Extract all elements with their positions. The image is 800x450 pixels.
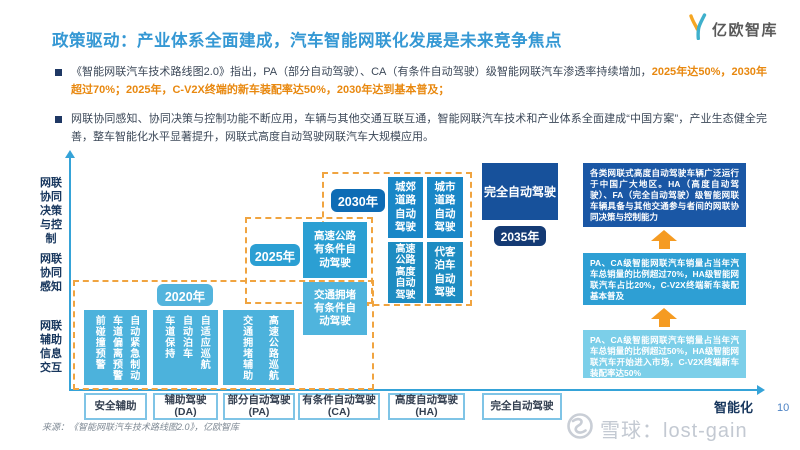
category-da: 辅助驾驶(DA) [153, 393, 218, 420]
eo-logo-icon [687, 13, 708, 45]
group-2020-dashed-rect [73, 280, 374, 390]
category-line2: (DA) [174, 405, 197, 418]
category-line1: 有条件自动驾驶 [302, 393, 376, 406]
box-text: 高速公路 有条件自 动驾驶 [314, 230, 356, 269]
year-label-2025: 2025年 [250, 244, 300, 266]
bullet-1-normal: 《智能网联汽车技术路线图2.0》指出，PA（部分自动驾驶）、CA（有条件自动驾驶… [71, 66, 652, 78]
box-text: 高速 公路 高度 自动 驾驶 [395, 243, 416, 301]
category-line1: 部分自动驾驶 [227, 393, 291, 406]
bullet-2-normal: 网联协同感知、协同决策与控制功能不断应用，车辆与其他交通互联互通，智能网联汽车技… [71, 113, 767, 143]
year-label-2030: 2030年 [331, 189, 385, 212]
feature-item: 自适应巡航 [198, 315, 210, 370]
box-valet-parking-auto: 代客 泊车 自动 驾驶 [427, 242, 463, 303]
box-da-features: 车道保持 自动泊车 自适应巡航 [153, 310, 218, 385]
category-ca: 有条件自动驾驶(CA) [298, 393, 380, 420]
up-arrow-head [651, 308, 677, 319]
box-text: 城市 道路 自动 驾驶 [434, 181, 456, 233]
pa-feature-list: 交通拥堵辅助 高速公路巡航 [223, 310, 294, 386]
bullet-square-icon [55, 116, 62, 123]
y-axis-label-info-exchange: 网联 辅助 信息 交互 [40, 320, 62, 375]
box-text: 代客 泊车 自动 驾驶 [434, 246, 456, 298]
y-axis-arrow-icon [65, 150, 75, 158]
box-highway-conditional-auto: 高速公路 有条件自 动驾驶 [303, 222, 367, 278]
bullet-1-highlight: 2025年达50%，2030年超过70%；2025年，C-V2X终端的新车装配率… [71, 66, 767, 96]
bullet-2-text: 网联协同感知、协同决策与控制功能不断应用，车辆与其他交通互联互通，智能网联汽车技… [71, 111, 767, 146]
category-line2: (PA) [248, 405, 270, 418]
x-axis-label: 智能化 [714, 400, 754, 415]
milestone-2025-textbox: PA、CA级智能网联汽车销量占当年汽车总销量的比例超过50%，HA级智能网联汽车… [583, 330, 746, 378]
category-fa: 完全自动驾驶 [482, 393, 562, 420]
box-full-auto-driving: 完全自动驾驶 [482, 163, 558, 220]
safety-assist-feature-list: 前碰撞预警 车道偏离预警 自动紧急制动 [84, 310, 147, 386]
category-line2: (CA) [327, 405, 351, 418]
milestone-2030-textbox: PA、CA级智能网联汽车销量占当年汽车总销量的比例超过70%，HA级智能网联汽车… [583, 253, 746, 305]
bullet-item-2: 网联协同感知、协同决策与控制功能不断应用，车辆与其他交通互联互通，智能网联汽车技… [55, 111, 767, 146]
brand-logo-text: 亿欧智库 [711, 21, 778, 39]
year-label-2035: 2035年 [494, 226, 546, 246]
up-arrow-head [651, 230, 677, 241]
box-highway-high-auto: 高速 公路 高度 自动 驾驶 [388, 242, 423, 303]
x-axis-line [69, 389, 759, 391]
category-ha: 高度自动驾驶(HA) [388, 393, 465, 420]
up-arrow-stem [658, 319, 670, 327]
box-safety-assist-features: 前碰撞预警 车道偏离预警 自动紧急制动 [84, 310, 147, 385]
feature-item: 自动泊车 [180, 315, 192, 359]
feature-item: 交通拥堵辅助 [240, 315, 252, 381]
up-arrow-icon [651, 308, 677, 327]
up-arrow-stem [658, 241, 670, 249]
category-line1: 完全自动驾驶 [490, 399, 554, 412]
box-urban-road-auto: 城市 道路 自动 驾驶 [427, 177, 463, 238]
box-text: 城郊 道路 自动 驾驶 [395, 181, 416, 233]
feature-item: 高速公路巡航 [266, 315, 278, 381]
da-feature-list: 车道保持 自动泊车 自适应巡航 [153, 310, 218, 375]
source-note: 来源：《智能网联汽车技术路线图2.0》，亿欧智库 [42, 422, 240, 432]
brand-logo: 亿欧智库 [687, 13, 778, 45]
bullet-1-text: 《智能网联汽车技术路线图2.0》指出，PA（部分自动驾驶）、CA（有条件自动驾驶… [71, 64, 767, 99]
box-traffic-jam-conditional-auto: 交通拥堵 有条件自 动驾驶 [303, 282, 367, 335]
category-line1: 高度自动驾驶 [395, 393, 458, 406]
feature-item: 前碰撞预警 [93, 315, 105, 370]
category-safety-assist: 安全辅助 [84, 393, 147, 420]
page-number: 10 [777, 402, 790, 414]
year-label-2020: 2020年 [157, 284, 213, 306]
feature-item: 自动紧急制动 [127, 315, 139, 381]
bullet-item-1: 《智能网联汽车技术路线图2.0》指出，PA（部分自动驾驶）、CA（有条件自动驾驶… [55, 64, 767, 99]
y-axis-label-decision-control: 网联 协同 决策 与控 制 [40, 177, 62, 246]
bullet-square-icon [55, 69, 62, 76]
category-pa: 部分自动驾驶(PA) [223, 393, 295, 420]
page-title: 政策驱动：产业体系全面建成，汽车智能网联化发展是未来竞争焦点 [52, 32, 562, 50]
category-line1: 辅助驾驶 [164, 393, 207, 406]
up-arrow-icon [651, 230, 677, 249]
watermark: 雪球：lost-gain [566, 412, 748, 445]
x-axis-arrow-icon [757, 385, 765, 395]
box-text: 交通拥堵 有条件自 动驾驶 [314, 288, 356, 328]
snowball-icon [566, 412, 594, 445]
feature-item: 车道保持 [162, 315, 174, 359]
category-line1: 安全辅助 [94, 399, 137, 412]
box-pa-features: 交通拥堵辅助 高速公路巡航 [223, 310, 294, 385]
category-line2: (HA) [415, 405, 438, 418]
box-text: 完全自动驾驶 [483, 185, 556, 199]
y-axis-label-perception: 网联 协同 感知 [40, 253, 62, 294]
watermark-text: 雪球：lost-gain [600, 420, 748, 442]
box-suburban-road-auto: 城郊 道路 自动 驾驶 [388, 177, 423, 238]
feature-item: 车道偏离预警 [110, 315, 122, 381]
y-axis-line [69, 158, 71, 391]
milestone-2035-textbox: 各类网联式高度自动驾驶车辆广泛运行于中国广大地区。HA（高度自动驾驶）、FA（完… [583, 163, 746, 227]
